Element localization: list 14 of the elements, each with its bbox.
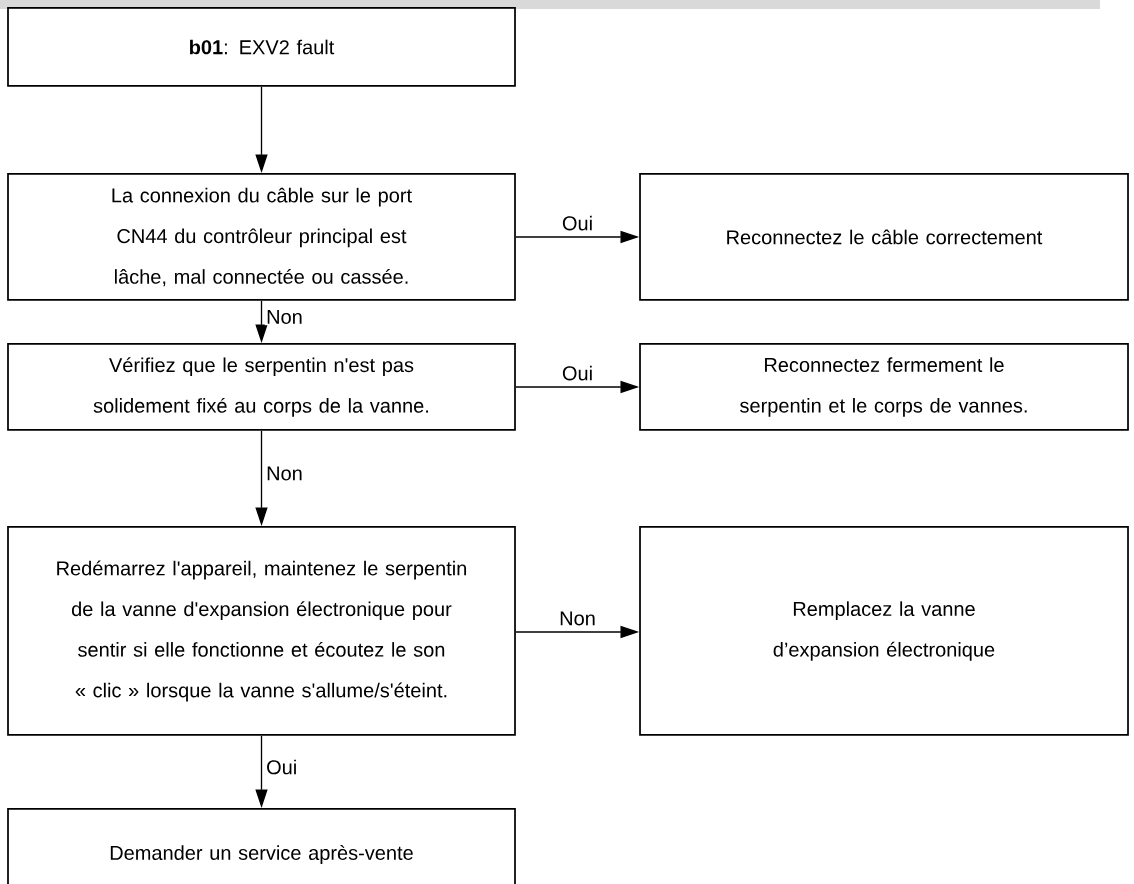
process-box: Reconnectez fermement le serpentin et le corps de vannes. (639, 343, 1129, 431)
edge-label: Oui (560, 364, 595, 382)
edge-label: Non (264, 465, 305, 482)
process-box: Redémarrez l'appareil, maintenez le serpentin de la vanne d'expansion électronique pour sentir si elle fonctionne et écoutez le son « clic » lorsque la vanne s'allume/s'éteint. (7, 526, 516, 736)
process-box: Demander un service après-vente (7, 808, 516, 884)
process-box: Vérifiez que le serpentin n'est pas solidement fixé au corps de la vanne. (7, 343, 516, 431)
edge-label: Non (557, 610, 598, 627)
edge-label: Oui (264, 758, 299, 776)
process-box: La connexion du câble sur le port CN44 du contrôleur principal est lâche, mal connectée ou cassée. (7, 173, 516, 301)
process-box: Remplacez la vanne d’expansion électronique (639, 526, 1129, 736)
edge-label: Non (264, 308, 305, 326)
process-box: b01: EXV2 fault (7, 7, 516, 87)
edge-label: Oui (560, 214, 595, 232)
process-box: Reconnectez le câble correctement (639, 173, 1129, 301)
